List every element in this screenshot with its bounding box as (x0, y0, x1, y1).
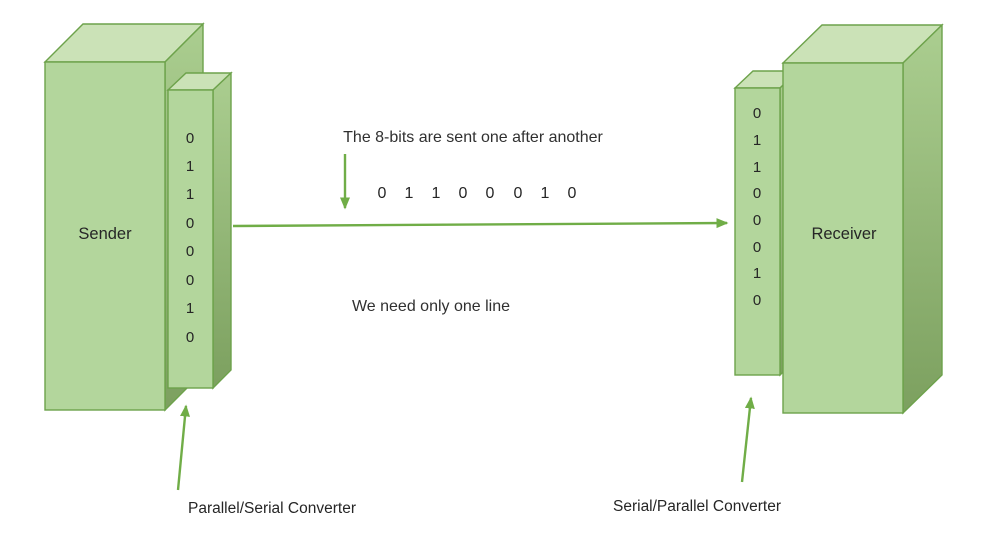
serial-bit-row: 0 1 1 0 0 0 1 0 (378, 185, 577, 202)
serial-bit: 1 (541, 185, 550, 202)
serial-bit: 1 (405, 185, 414, 202)
receiver-converter-front-face (734, 87, 781, 376)
sender-bit: 1 (186, 186, 194, 203)
receiver-bit: 0 (753, 105, 761, 122)
receiver-bit-column: 0 1 1 0 0 0 1 0 (753, 105, 761, 309)
right-converter-label: Serial/Parallel Converter (613, 498, 781, 515)
sender-bit: 0 (186, 329, 194, 346)
serial-bit: 0 (378, 185, 387, 202)
sender-label: Sender (78, 225, 132, 243)
receiver-bit: 1 (753, 265, 761, 282)
sender-bit: 1 (186, 158, 194, 175)
sender-bit: 0 (186, 272, 194, 289)
receiver-bit: 1 (753, 159, 761, 176)
receiver-bit: 0 (753, 185, 761, 202)
sender-bit-column: 0 1 1 0 0 0 1 0 (186, 130, 194, 346)
left-converter-label: Parallel/Serial Converter (188, 500, 356, 517)
receiver-box: Receiver (781, 23, 944, 415)
sender-bit: 0 (186, 130, 194, 147)
left-converter-arrow (176, 404, 190, 491)
caption-one-line: We need only one line (352, 298, 510, 315)
receiver-bit: 1 (753, 132, 761, 149)
caption-serial-order: The 8-bits are sent one after another (343, 129, 603, 146)
sender-converter-side-face (212, 71, 232, 390)
receiver-label: Receiver (811, 225, 877, 243)
serial-bit: 0 (514, 185, 523, 202)
receiver-box-side-face (902, 23, 943, 415)
serial-bit: 1 (432, 185, 441, 202)
right-converter-arrow (740, 396, 755, 483)
receiver-bit: 0 (753, 292, 761, 309)
sender-converter-box: 0 1 1 0 0 0 1 0 (166, 71, 233, 390)
serial-bit: 0 (459, 185, 468, 202)
sender-box-front-face (44, 61, 166, 411)
receiver-bit: 0 (753, 212, 761, 229)
sender-bit: 0 (186, 215, 194, 232)
serial-bit: 0 (486, 185, 495, 202)
receiver-box-front-face (782, 62, 904, 414)
sender-bit: 1 (186, 300, 194, 317)
serial-bit: 0 (568, 185, 577, 202)
receiver-bit: 0 (753, 239, 761, 256)
sender-bit: 0 (186, 243, 194, 260)
transmission-line-arrow (232, 218, 729, 229)
sender-converter-front-face (167, 89, 214, 389)
